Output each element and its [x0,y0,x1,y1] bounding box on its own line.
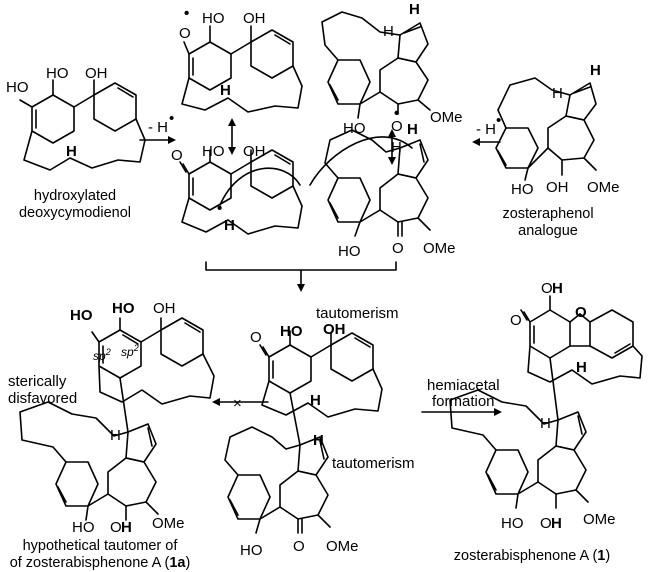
OMe-label: OMe [326,538,359,555]
blue-HO-label: HO [70,307,93,324]
HO-label: HO [72,519,95,536]
O-label: O [250,329,262,346]
HO-label: HO [6,79,29,96]
radical-dot: • [394,105,399,122]
blue-H-label: H [66,143,77,160]
magenta-H-label: H [590,62,601,79]
green-O-label: O [575,304,587,321]
caption-line: hydroxylated [34,188,116,204]
arrowhead [297,284,305,292]
red-HO-label: HO [112,300,135,317]
minus-H-label: - H [148,119,168,136]
hemiacetal-label: formation [432,393,495,410]
zosteraphenol-analogue-structure: HO OH OMe H H [495,62,620,198]
cyclohexadienone-radical-structure: O HO OH • H [171,143,303,235]
H-label: H [552,85,563,102]
radical-dot: • [496,112,501,129]
magenta-H-label: H [407,121,418,138]
zosteraphenol-radical-structure: HO O • OMe H H [321,1,463,137]
radical-O-label: O [179,25,191,42]
O-label: O [540,515,552,532]
hypothetical-tautomer-structure: HO HO OH sp2 sp2 [70,300,215,433]
zosterabisphenone-A-structure: O O H O H [510,280,643,421]
HO-label: HO [343,120,366,137]
OH-label: OH [243,10,266,27]
H-label: H [540,415,551,432]
caption-line: of zosterabisphenone A (1a) [10,555,191,571]
arrowhead [494,408,502,416]
OH-label: OH [546,179,569,196]
O-label: O [171,147,183,164]
sp2-label: sp2 [121,343,139,359]
blue-H-label: H [310,392,321,409]
H-label: H [110,427,121,444]
OMe-label: OMe [152,515,185,532]
OMe-label: OMe [423,240,456,257]
coupled-intermediate-structure: O HO OH H [250,321,383,446]
hydroxylated-deoxycymodienol-structure: HO HO OH H [6,65,146,171]
blue-H-label: H [576,359,587,376]
blue-H-label: H [224,217,235,234]
HO-label: HO [511,181,534,198]
OMe-label: OMe [587,179,620,196]
HO-label: HO [46,65,69,82]
hemiacetal-label: hemiacetal [427,377,500,394]
radical-dot: • [184,5,189,22]
sterically-label: disfavored [8,390,77,407]
magenta-H-label: H [313,432,324,449]
cross-mark: × [233,395,242,412]
tautomerism-label: tautomerism [332,455,415,472]
zosterabisphenone-A-lower-unit-structure: HO O H OMe H [449,389,616,532]
radical-dot: • [217,200,222,217]
blue-H-label: H [220,82,231,99]
OH-label: OH [85,65,108,82]
O-label: O [293,538,305,555]
O-label: O [110,519,122,536]
coupled-lower-unit-structure: HO O OMe H [224,426,359,559]
OMe-label: OMe [430,109,463,126]
curved-arrow [219,167,301,206]
red-HO-label: HO [280,323,303,340]
caption-line: deoxycymodienol [19,205,131,221]
O-label: O [541,280,553,297]
caption-line: hypothetical tautomer of [23,538,179,554]
minus-H-label: - H [476,121,496,138]
green-OH-label: OH [323,321,346,338]
arrowhead [472,138,480,146]
combine-bracket [205,261,397,271]
magenta-H-label: H [551,515,562,532]
sterically-label: sterically [8,373,67,390]
H-label: H [383,23,394,40]
indenone-radical-structure: HO O OMe H H [309,121,456,260]
OMe-label: OMe [583,511,616,528]
caption-line: zosteraphenol [502,206,593,222]
H-label: H [391,139,402,156]
HO-label: HO [202,143,225,160]
magenta-H-label: H [409,1,420,18]
OH-label: OH [243,143,266,160]
arrowhead [212,398,220,406]
O-label: O [510,312,522,329]
caption-line: zosterabisphenone A (1) [454,548,610,564]
arrowhead [168,136,176,144]
hypothetical-lower-unit-structure: HO O H OMe H [19,401,185,536]
HO-label: HO [501,515,524,532]
caption-line: analogue [518,223,578,239]
HO-label: HO [240,542,263,559]
curved-arrow [309,136,413,186]
sp2-label: sp2 [93,347,111,363]
HO-label: HO [202,10,225,27]
magenta-H-label: H [121,519,132,536]
HO-label: HO [338,243,361,260]
green-H-label: H [552,280,563,297]
phenoxyl-radical-structure: O • HO OH H [179,5,303,113]
tautomerism-label: tautomerism [316,305,399,322]
radical-dot: • [169,110,174,127]
O-label: O [392,240,404,257]
OH-label: OH [153,300,176,317]
radical-O-label: O [391,118,403,135]
